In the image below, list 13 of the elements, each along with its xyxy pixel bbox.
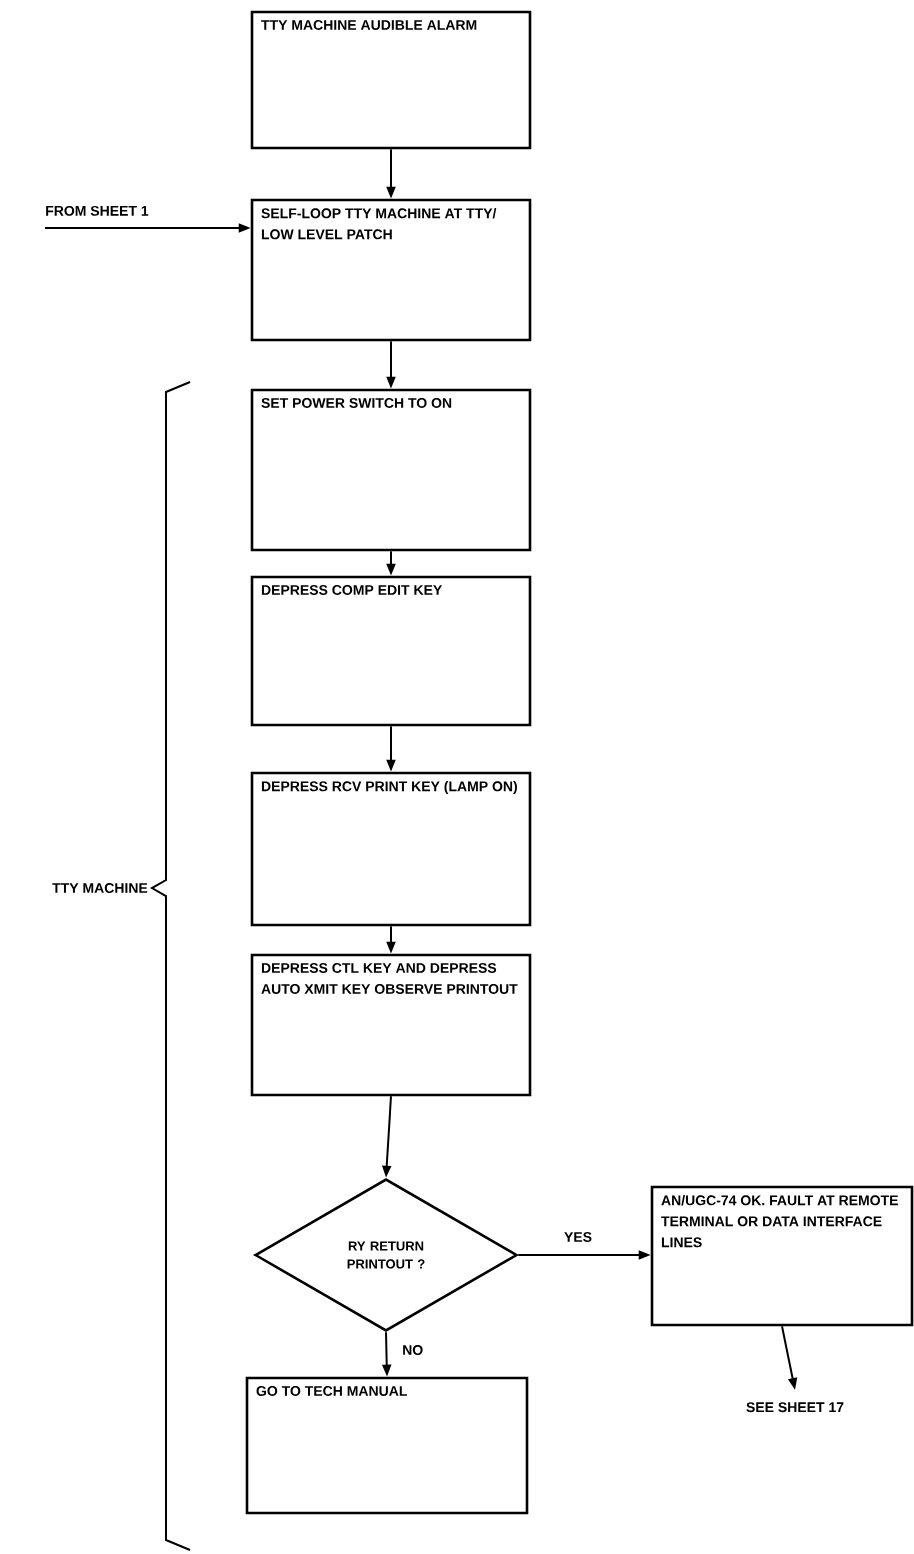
process-box: DEPRESS COMP EDIT KEY xyxy=(250,575,532,727)
process-box: SET POWER SWITCH TO ON xyxy=(250,388,532,552)
edge-label: NO xyxy=(400,1343,426,1357)
process-box: DEPRESS RCV PRINT KEY (LAMP ON) xyxy=(250,771,532,927)
process-box: AN/UGC-74 OK. FAULT AT REMOTE TERMINAL OR DATA INTERFACE LINES xyxy=(650,1185,914,1327)
process-box: TTY MACHINE AUDIBLE ALARM xyxy=(250,10,532,150)
edge-label: YES xyxy=(562,1230,594,1244)
connector-text: FROM SHEET 1 xyxy=(46,205,149,216)
bracket-label: TTY MACHINE xyxy=(52,883,148,893)
connector-text: SEE SHEET 17 xyxy=(746,1402,844,1413)
process-box: GO TO TECH MANUAL xyxy=(245,1376,529,1515)
process-box: DEPRESS CTL KEY AND DEPRESS AUTO XMIT KEY OBSERVE PRINTOUT xyxy=(250,953,532,1097)
process-box: SELF-LOOP TTY MACHINE AT TTY/ LOW LEVEL PATCH xyxy=(250,198,532,342)
